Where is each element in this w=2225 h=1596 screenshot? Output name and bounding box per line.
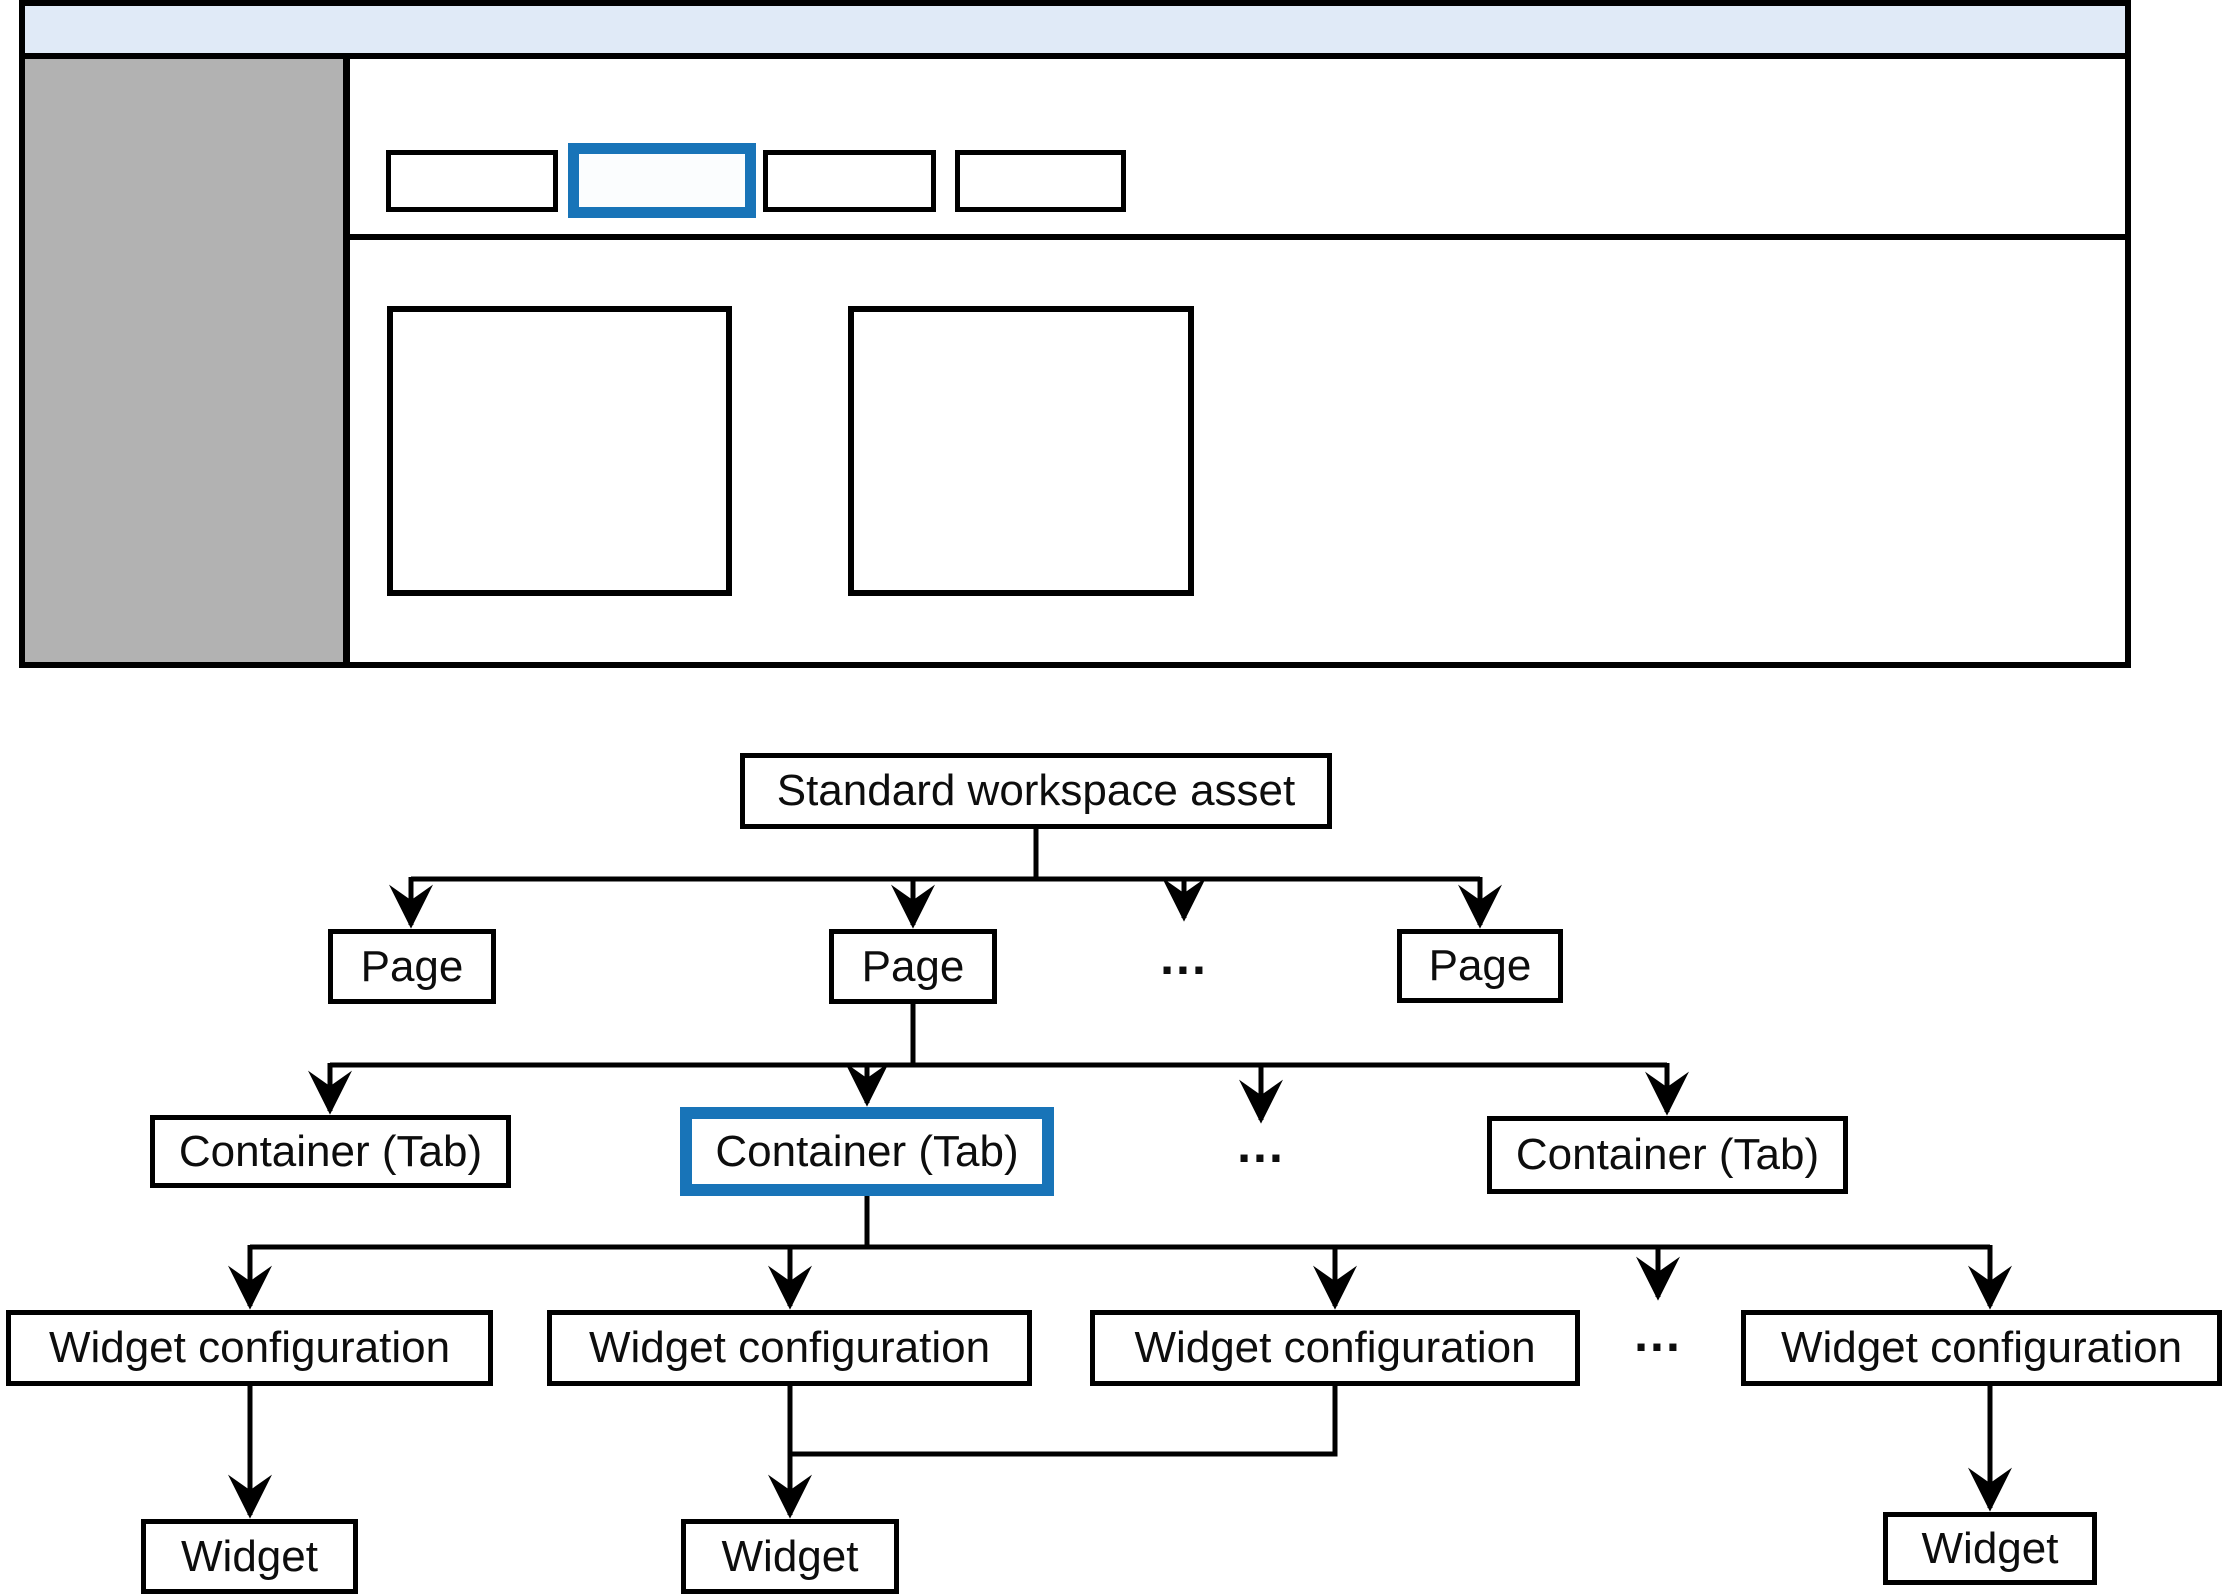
node-widget-config-4: Widget configuration bbox=[1741, 1310, 2222, 1386]
mockup-tab-3 bbox=[763, 150, 936, 212]
mockup-titlebar bbox=[19, 0, 2131, 53]
connector-widget-config-3-join bbox=[790, 1384, 1338, 1457]
node-widget-config-3: Widget configuration bbox=[1090, 1310, 1580, 1386]
node-widget-config-2: Widget configuration bbox=[547, 1310, 1032, 1386]
node-page-1: Page bbox=[328, 929, 496, 1004]
connector-container-to-widget-configs bbox=[250, 1196, 1990, 1250]
connector-root-to-pages bbox=[411, 829, 1480, 882]
mockup-widget-placeholder-2 bbox=[848, 306, 1194, 596]
node-page-2: Page bbox=[829, 929, 997, 1004]
node-widget-1: Widget bbox=[141, 1519, 358, 1594]
node-container-tab-2-selected: Container (Tab) bbox=[680, 1107, 1054, 1196]
connector-page-to-containers bbox=[330, 1004, 1667, 1068]
node-widget-2: Widget bbox=[681, 1519, 899, 1594]
mockup-tab-1 bbox=[386, 150, 558, 212]
ellipsis-widget-configs: ... bbox=[1634, 1306, 1682, 1362]
mockup-sidebar bbox=[25, 59, 350, 662]
mockup-tab-strip-divider bbox=[350, 234, 2125, 240]
ellipsis-pages: ... bbox=[1160, 929, 1208, 985]
node-widget-config-1: Widget configuration bbox=[6, 1310, 493, 1386]
node-container-tab-3: Container (Tab) bbox=[1487, 1116, 1848, 1194]
ellipsis-containers: ... bbox=[1237, 1117, 1285, 1173]
mockup-tab-4 bbox=[955, 150, 1126, 212]
mockup-widget-placeholder-1 bbox=[387, 306, 732, 596]
node-container-tab-1: Container (Tab) bbox=[150, 1115, 511, 1188]
mockup-tab-2-selected bbox=[568, 143, 756, 218]
node-page-3: Page bbox=[1397, 929, 1563, 1003]
workspace-mockup-window bbox=[19, 0, 2131, 668]
node-widget-3: Widget bbox=[1883, 1512, 2097, 1585]
node-standard-workspace-asset: Standard workspace asset bbox=[740, 753, 1332, 829]
